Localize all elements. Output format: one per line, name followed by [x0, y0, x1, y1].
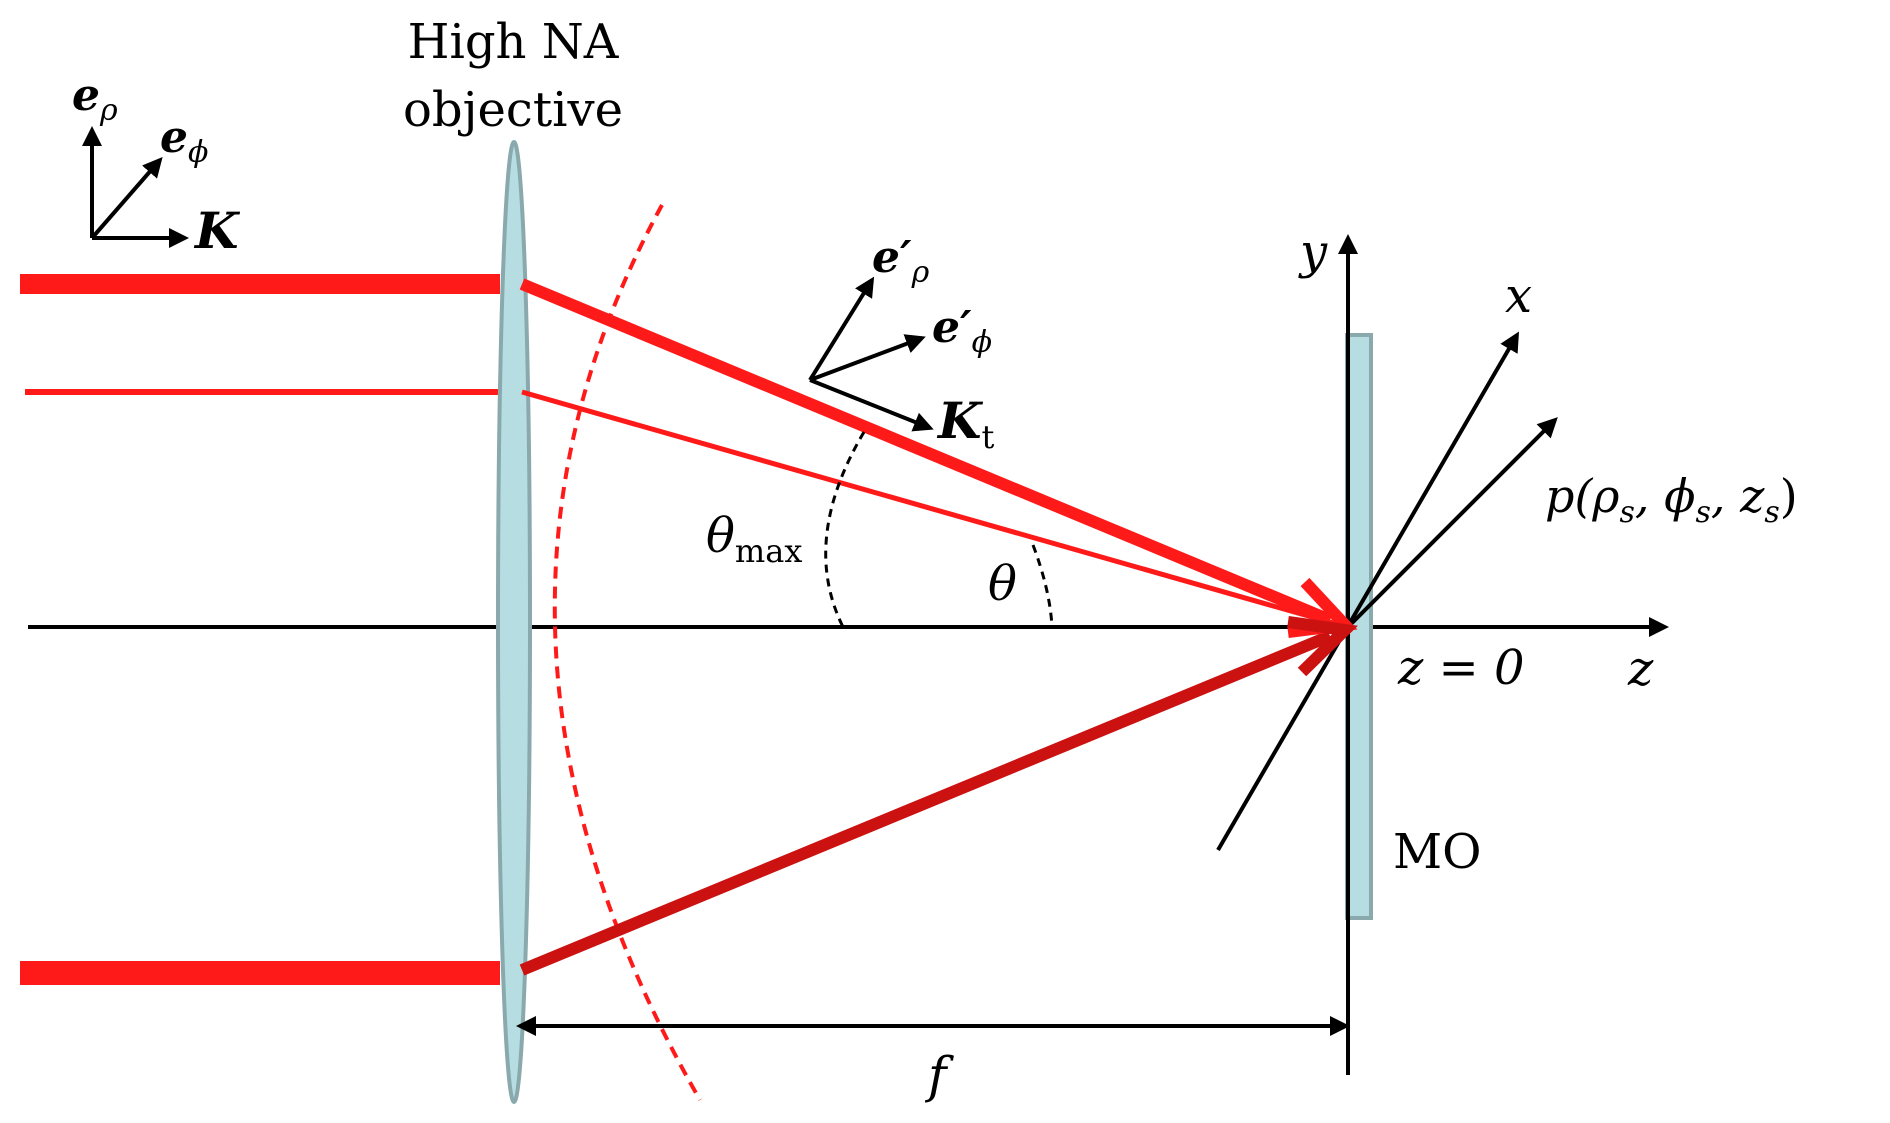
theta-max-arc — [824, 431, 866, 628]
theta-max-label: θmax — [706, 508, 802, 570]
focal-length-label: f — [924, 1046, 954, 1104]
e-rho-label: eρ — [72, 70, 118, 128]
z-axis-label: z — [1627, 641, 1654, 697]
e-rho-prime-vector — [808, 276, 875, 382]
mo-label: MO — [1393, 824, 1482, 880]
kt-vector — [809, 378, 934, 432]
e-phi-label: eϕ — [160, 112, 208, 170]
e-phi-prime-label: e′ϕ — [932, 302, 992, 360]
objective-label-line1: High NA — [408, 14, 620, 70]
e-rho-prime-label: e′ρ — [872, 232, 930, 290]
x-axis-label: x — [1505, 268, 1532, 324]
x-axis — [1216, 331, 1520, 852]
kt-label: Kt — [936, 391, 994, 456]
reference-sphere-dashed — [552, 204, 702, 1101]
e-phi-prime-vector — [809, 334, 926, 382]
objective-label-line2: objective — [403, 82, 623, 138]
theta-label: θ — [988, 556, 1017, 612]
refracted-beam-bottom — [519, 630, 1333, 976]
y-axis-label: y — [1298, 224, 1328, 280]
refracted-beam-middle — [521, 389, 1341, 628]
objective-lens — [496, 140, 532, 1104]
refracted-beam-top — [519, 278, 1333, 626]
k-label: K — [193, 201, 241, 260]
point-direction-arrow — [1346, 417, 1558, 629]
z-equals-zero-label: z = 0 — [1397, 640, 1525, 696]
theta-arc — [1031, 544, 1054, 628]
focus-arrowhead-bottom — [1287, 616, 1358, 677]
e-phi-vector — [90, 156, 163, 240]
point-label: p(ρs, ϕs, zs) — [1545, 469, 1798, 530]
